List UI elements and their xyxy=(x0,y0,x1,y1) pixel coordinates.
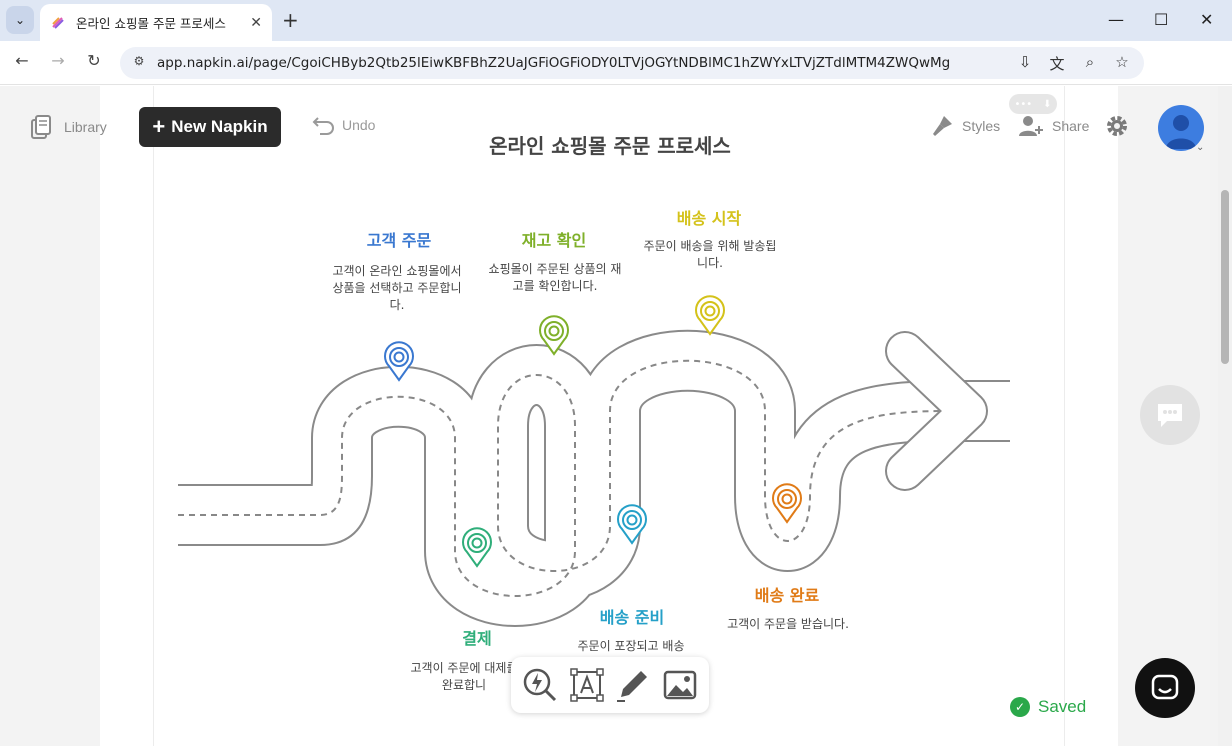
library-label: Library xyxy=(64,119,107,135)
browser-tab[interactable]: 온라인 쇼핑몰 주문 프로세스 ✕ xyxy=(40,4,272,41)
more-options-pill[interactable]: ••• ⬇ xyxy=(1009,94,1057,114)
step-desc-ship[interactable]: 주문이 배송을 위해 발송됩니다. xyxy=(643,239,777,270)
tab-title: 온라인 쇼핑몰 주문 프로세스 xyxy=(76,16,226,31)
road-diagram xyxy=(178,295,1010,627)
share-button[interactable]: Share xyxy=(1018,114,1089,138)
scrollbar-thumb[interactable] xyxy=(1221,190,1229,364)
maximize-icon[interactable]: ☐ xyxy=(1154,10,1169,29)
undo-icon xyxy=(312,117,334,135)
address-bar[interactable]: ⚙ app.napkin.ai/page/CgoiCHByb2Qtb25lEiw… xyxy=(120,47,1144,79)
comment-icon xyxy=(1158,404,1182,427)
back-arrow-icon[interactable]: ← xyxy=(15,51,29,70)
step-desc-payment[interactable]: 고객이 주문에 대제를 완료합니 xyxy=(410,661,518,692)
user-avatar[interactable] xyxy=(1158,105,1204,151)
new-napkin-button[interactable]: + New Napkin xyxy=(139,107,281,147)
new-tab-button[interactable]: + xyxy=(282,8,299,32)
chevron-down-icon[interactable]: ⌄ xyxy=(1196,142,1205,153)
road-arrow-head xyxy=(887,333,986,489)
plus-icon: + xyxy=(152,114,166,139)
map-pin-icon xyxy=(772,483,802,524)
step-title-order[interactable]: 고객 주문 xyxy=(366,231,432,250)
lightning-search-icon[interactable] xyxy=(522,667,558,703)
map-pin-icon xyxy=(695,295,725,336)
dots-icon: ••• xyxy=(1014,98,1033,110)
undo-label: Undo xyxy=(342,117,376,133)
install-app-icon[interactable]: ⇩ xyxy=(1018,53,1032,71)
step-title-ship[interactable]: 배송 시작 xyxy=(676,209,742,228)
map-pin-icon xyxy=(617,504,647,545)
bottom-toolbar xyxy=(511,657,709,713)
zoom-icon[interactable]: ⌕ xyxy=(1085,53,1095,71)
saved-status: ✓ Saved xyxy=(1010,697,1086,717)
site-info-icon[interactable]: ⚙ xyxy=(133,54,145,68)
tab-bar: ⌄ 온라인 쇼핑몰 주문 프로세스 ✕ + — ☐ ✕ xyxy=(0,0,1232,41)
translate-icon[interactable]: 文 xyxy=(1049,55,1065,73)
step-title-prepare[interactable]: 배송 준비 xyxy=(599,608,665,627)
brush-icon xyxy=(933,116,952,136)
check-circle-icon: ✓ xyxy=(1010,697,1030,717)
road-surface xyxy=(178,331,1010,625)
browser-toolbar: ← → ↻ ⚙ app.napkin.ai/page/CgoiCHByb2Qtb… xyxy=(0,41,1232,115)
library-button[interactable]: Library xyxy=(30,114,107,140)
minimize-icon[interactable]: — xyxy=(1108,10,1124,29)
napkin-page: Library + New Napkin Undo 온라인 쇼핑몰 주문 프로세… xyxy=(0,86,1232,746)
reload-icon[interactable]: ↻ xyxy=(87,51,101,70)
tab-search-button[interactable]: ⌄ xyxy=(6,6,34,34)
bookmark-star-icon[interactable]: ☆ xyxy=(1115,53,1129,71)
url-text[interactable]: app.napkin.ai/page/CgoiCHByb2Qtb25lEiwKB… xyxy=(157,55,951,71)
map-pin-icon xyxy=(462,527,492,568)
image-icon[interactable] xyxy=(662,667,698,703)
share-label: Share xyxy=(1052,118,1090,134)
step-desc-delivered[interactable]: 고객이 주문을 받습니다. xyxy=(727,617,849,631)
undo-button[interactable]: Undo xyxy=(312,114,375,136)
chat-icon xyxy=(1151,674,1179,700)
diagram-title[interactable]: 온라인 쇼핑몰 주문 프로세스 xyxy=(489,134,731,158)
map-pin-icon xyxy=(539,315,569,356)
help-chat-button[interactable] xyxy=(1135,658,1195,718)
map-pin-icon xyxy=(384,341,414,382)
library-icon xyxy=(31,115,51,139)
step-desc-stock[interactable]: 쇼핑몰이 주문된 상품의 재고를 확인합니다. xyxy=(488,262,622,293)
styles-label: Styles xyxy=(962,118,1001,134)
road-center-line xyxy=(178,359,975,597)
comment-bubble-button[interactable] xyxy=(1140,385,1200,445)
step-desc-prepare[interactable]: 주문이 포장되고 배송 xyxy=(577,639,685,653)
tab-close-icon[interactable]: ✕ xyxy=(250,14,262,31)
saved-label: Saved xyxy=(1038,697,1087,716)
step-title-delivered[interactable]: 배송 완료 xyxy=(754,586,820,605)
styles-button[interactable]: Styles xyxy=(930,114,1000,138)
new-napkin-label: New Napkin xyxy=(171,117,268,136)
step-desc-order[interactable]: 고객이 온라인 쇼핑몰에서 상품을 선택하고 주문합니다. xyxy=(332,264,462,312)
forward-arrow-icon[interactable]: → xyxy=(51,51,65,70)
napkin-favicon-icon xyxy=(52,16,64,29)
add-person-icon xyxy=(1019,116,1043,136)
user-silhouette-icon xyxy=(1166,115,1196,149)
step-title-payment[interactable]: 결제 xyxy=(462,629,492,648)
gear-icon[interactable] xyxy=(1104,113,1130,139)
pen-icon[interactable] xyxy=(615,667,651,703)
download-icon: ⬇ xyxy=(1043,98,1052,110)
step-title-stock[interactable]: 재고 확인 xyxy=(521,231,587,250)
close-window-icon[interactable]: ✕ xyxy=(1200,10,1214,29)
text-box-icon[interactable] xyxy=(569,667,605,703)
page-scrollbar[interactable] xyxy=(1218,86,1232,746)
